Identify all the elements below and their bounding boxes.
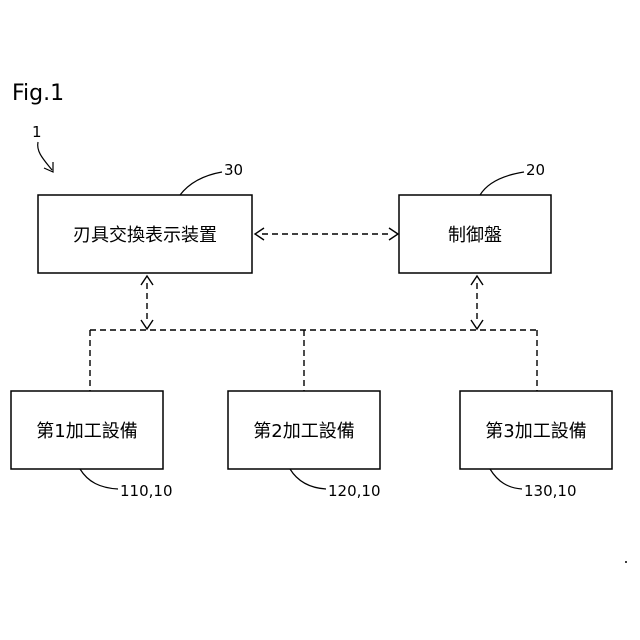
- system-ref-leader: [38, 142, 52, 170]
- link-control-bus-arrow-down: [471, 320, 483, 329]
- link-display-control-arrow-right: [389, 228, 398, 240]
- machine1-ref: 110,10: [120, 482, 173, 500]
- system-ref-arrowhead: [44, 162, 53, 172]
- tool-change-display-ref-leader: [180, 172, 222, 195]
- machine2-ref-leader: [290, 469, 326, 489]
- tool-change-display-ref: 30: [224, 161, 243, 179]
- tool-change-display-label: 刃具交換表示装置: [73, 225, 217, 246]
- control-panel-ref: 20: [526, 161, 545, 179]
- machine3-label: 第3加工設備: [485, 421, 586, 442]
- machine1-ref-leader: [80, 469, 118, 489]
- figure-title: Fig.1: [12, 81, 64, 106]
- machine3-ref-leader: [490, 469, 522, 489]
- control-panel-label: 制御盤: [448, 225, 502, 246]
- machine2-ref: 120,10: [328, 482, 381, 500]
- system-ref-numeral: 1: [32, 123, 42, 141]
- machine1-label: 第1加工設備: [36, 421, 137, 442]
- machine2-label: 第2加工設備: [253, 421, 354, 442]
- machine3-ref: 130,10: [524, 482, 577, 500]
- link-display-bus-arrow-down: [141, 320, 153, 329]
- control-panel-ref-leader: [480, 172, 524, 195]
- stray-mark: [625, 561, 627, 563]
